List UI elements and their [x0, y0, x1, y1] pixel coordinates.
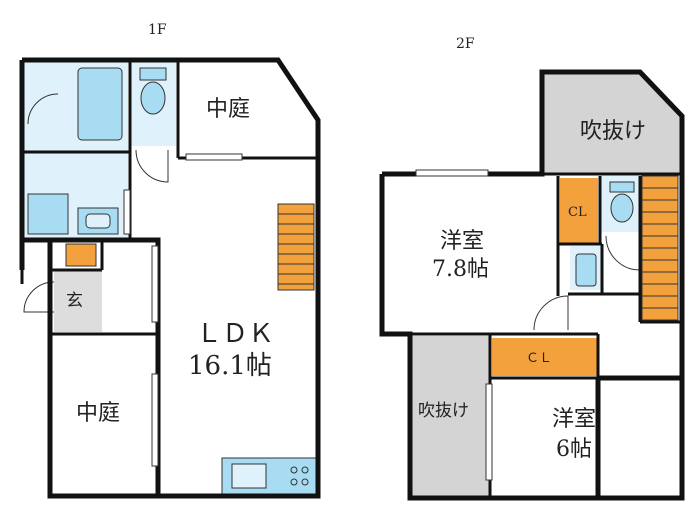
kitchen-counter: [221, 457, 317, 495]
shoe-cabinet: [65, 243, 97, 267]
inner-walls-1f: [20, 60, 318, 336]
windows-2f: [415, 169, 493, 481]
entrance-floor: [54, 270, 102, 332]
toilet-icon: [140, 81, 166, 115]
floor-2-label: 2F: [456, 36, 475, 52]
stove-burner-icon: [290, 466, 298, 474]
washbasin-icon: [575, 253, 597, 287]
void-top-label: 吹抜け: [580, 119, 646, 144]
door-swing-icon: [135, 149, 169, 183]
staircase-1f: [277, 203, 315, 291]
closet-wide-label: ＣＬ: [526, 351, 552, 366]
floor-2: 2F: [379, 36, 685, 501]
western-room-b-size: 6帖: [556, 437, 592, 462]
stove-burner-icon: [301, 466, 309, 474]
void-bottom-area: [412, 336, 490, 496]
entrance-label: 玄: [66, 291, 83, 311]
ldk-label: ＬＤＫ: [196, 319, 274, 349]
sink-icon: [231, 463, 267, 489]
void-bottom-label: 吹抜け: [418, 401, 469, 421]
western-room-a-size: 7.8帖: [432, 257, 489, 282]
door-swing-icon: [533, 295, 569, 331]
staircase-2f: [641, 175, 679, 321]
toilet-icon: [610, 193, 634, 223]
western-room-b-name: 洋室: [552, 407, 596, 432]
windows-1f: [123, 153, 243, 467]
floor-1-label: 1F: [148, 22, 167, 38]
closet-small-label: CL: [568, 205, 587, 220]
stove-burner-icon: [301, 478, 309, 486]
ldk-size: 16.1帖: [188, 351, 272, 381]
void-top-area: [542, 74, 680, 174]
bathtub-icon: [77, 67, 123, 141]
western-room-a-name: 洋室: [440, 229, 484, 254]
floor-1: 1F: [19, 22, 321, 499]
closet-wide: [492, 338, 598, 376]
door-swing-icon: [27, 93, 59, 125]
washing-machine-icon: [27, 193, 69, 235]
door-swing-icon: [605, 235, 641, 271]
toilet-tank-icon: [609, 181, 635, 193]
stove-burner-icon: [290, 478, 298, 486]
closet-small: [560, 178, 598, 244]
courtyard-top-label: 中庭: [206, 97, 250, 122]
toilet-tank-icon: [139, 67, 167, 81]
courtyard-bottom-label: 中庭: [76, 401, 120, 426]
